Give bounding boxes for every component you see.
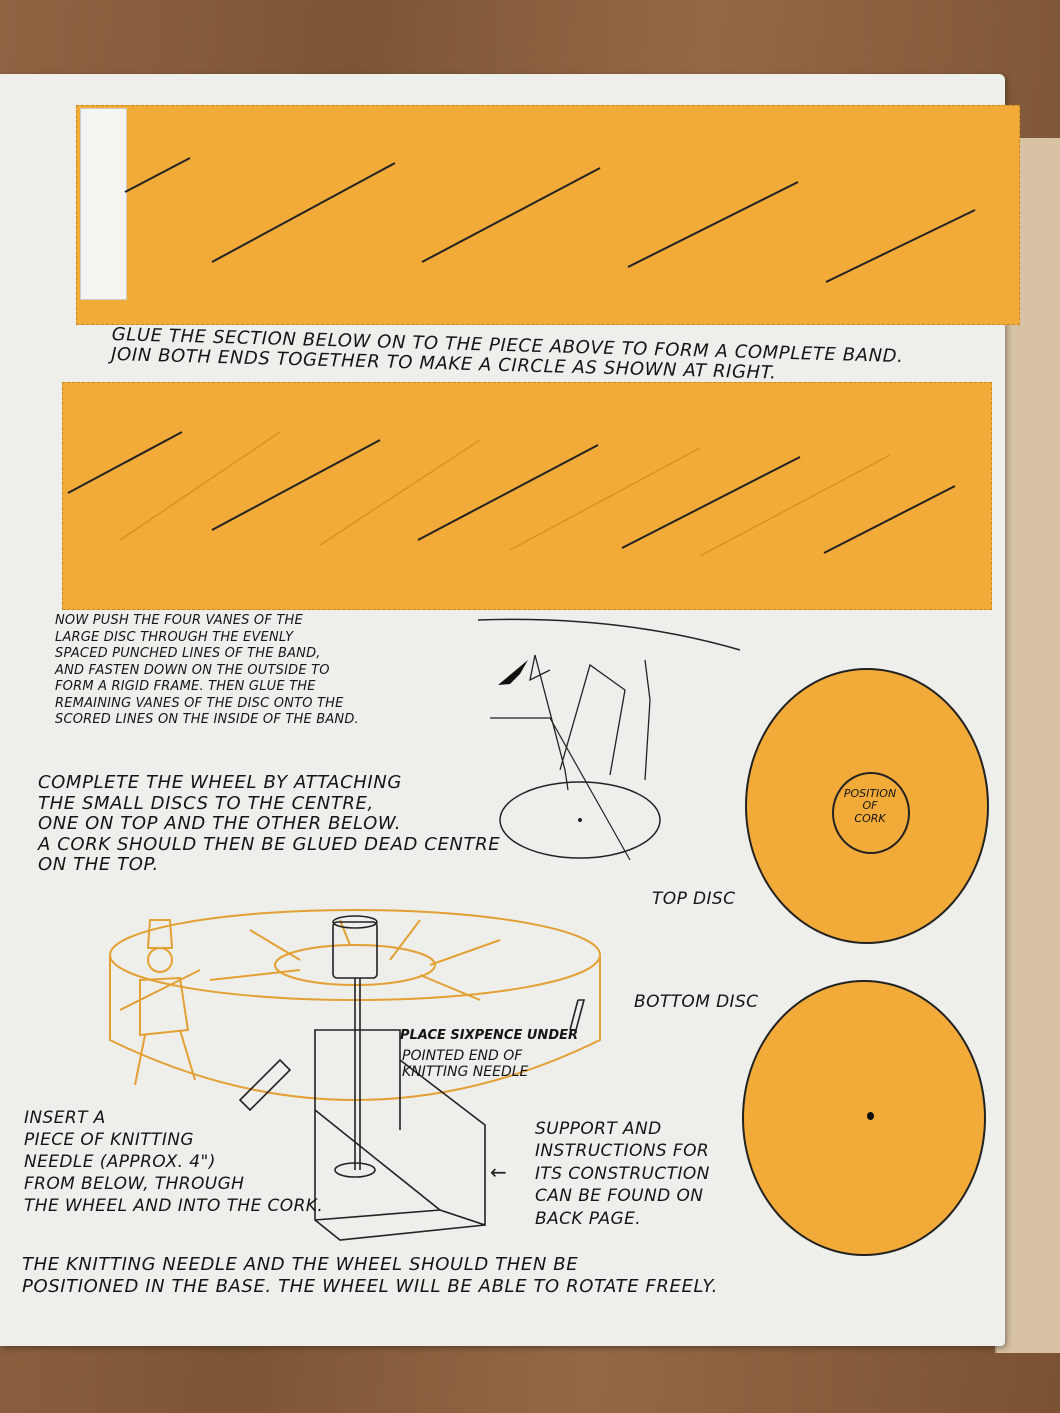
arrow-left-icon: ← xyxy=(490,1160,507,1184)
glue-tab xyxy=(80,108,127,300)
top-disc-label: TOP DISC xyxy=(652,889,736,909)
top-band-slits xyxy=(124,157,976,283)
push-vanes-instruction: NOW PUSH THE FOUR VANES OF THE LARGE DIS… xyxy=(55,613,359,727)
complete-wheel-instruction: COMPLETE THE WHEEL BY ATTACHING THE SMAL… xyxy=(38,772,501,876)
sixpence-note-detail: POINTED END OF KNITTING NEEDLE xyxy=(402,1048,529,1080)
support-note: SUPPORT AND INSTRUCTIONS FOR ITS CONSTRU… xyxy=(535,1119,710,1229)
sixpence-note: PLACE SIXPENCE UNDER xyxy=(400,1028,578,1043)
bottom-band-cutout xyxy=(62,382,992,610)
vane-diagram xyxy=(477,618,741,861)
cork-position-circle xyxy=(832,772,910,854)
top-band-cutout xyxy=(76,105,1020,325)
final-instruction: THE KNITTING NEEDLE AND THE WHEEL SHOULD… xyxy=(22,1254,718,1297)
bottom-disc-label: BOTTOM DISC xyxy=(634,992,759,1012)
cork-position-label: POSITION OF CORK xyxy=(843,787,897,825)
bottom-band-slits xyxy=(67,431,956,557)
bottom-disc-center-dot xyxy=(867,1112,874,1120)
wheel-assembly-diagram xyxy=(109,909,601,1241)
bottom-disc xyxy=(742,980,986,1256)
insert-needle-instruction: INSERT A PIECE OF KNITTING NEEDLE (APPRO… xyxy=(24,1108,324,1217)
